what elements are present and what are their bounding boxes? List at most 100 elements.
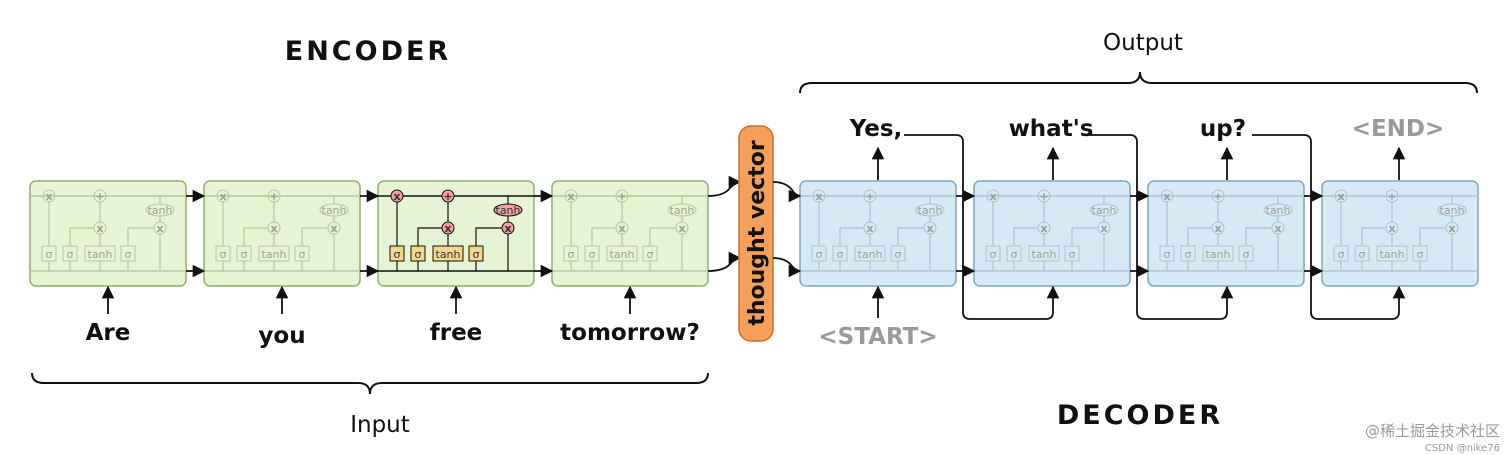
add-icon: + bbox=[1211, 189, 1225, 203]
tanh-op-icon: tanh bbox=[1089, 203, 1119, 217]
svg-text:tanh: tanh bbox=[1092, 204, 1117, 217]
input-multiply-icon: x bbox=[615, 221, 629, 235]
output-multiply-icon: x bbox=[153, 221, 167, 235]
decoder-output-whats: what's bbox=[1009, 116, 1094, 142]
svg-text:x: x bbox=[504, 222, 511, 235]
decoder-title: DECODER bbox=[1057, 400, 1223, 431]
svg-text:x: x bbox=[618, 222, 625, 235]
decoder-connections bbox=[904, 134, 1406, 320]
gate-label: σ bbox=[589, 248, 596, 261]
gate-label: σ bbox=[1069, 248, 1076, 261]
gate-label: σ bbox=[1011, 248, 1018, 261]
thought-vector-box bbox=[738, 125, 774, 342]
tanh-op-icon: tanh bbox=[145, 203, 175, 217]
add-icon: + bbox=[1037, 189, 1051, 203]
svg-text:x: x bbox=[444, 222, 451, 235]
tanh-op-icon: tanh bbox=[1263, 203, 1293, 217]
gate-label: σ bbox=[394, 248, 401, 261]
svg-text:x: x bbox=[926, 222, 933, 235]
watermark-csdn: CSDN @nike76 bbox=[1425, 443, 1500, 454]
decoder-start-token: <START> bbox=[818, 324, 937, 350]
decoder-output-arrows bbox=[871, 146, 1406, 180]
svg-text:x: x bbox=[270, 222, 277, 235]
svg-text:x: x bbox=[96, 222, 103, 235]
gate-label: σ bbox=[568, 248, 575, 261]
thought-vector: thought vector bbox=[738, 125, 774, 342]
gate-label: tanh bbox=[1032, 248, 1057, 261]
svg-text:+: + bbox=[1213, 190, 1222, 203]
watermark-juejin: @稀土掘金技术社区 bbox=[1365, 422, 1500, 440]
gate-label: σ bbox=[895, 248, 902, 261]
svg-text:+: + bbox=[269, 190, 278, 203]
decoder-end-token: <END> bbox=[1352, 116, 1445, 142]
gate-label: σ bbox=[415, 248, 422, 261]
input-multiply-icon: x bbox=[1385, 221, 1399, 235]
add-icon: + bbox=[441, 189, 455, 203]
svg-text:x: x bbox=[1163, 190, 1170, 203]
forget-multiply-icon: x bbox=[1160, 189, 1174, 203]
svg-text:+: + bbox=[1039, 190, 1048, 203]
output-multiply-icon: x bbox=[501, 221, 515, 235]
svg-text:x: x bbox=[678, 222, 685, 235]
svg-text:tanh: tanh bbox=[322, 204, 347, 217]
add-icon: + bbox=[615, 189, 629, 203]
add-icon: + bbox=[1385, 189, 1399, 203]
forget-multiply-icon: x bbox=[564, 189, 578, 203]
decoder-output-yes: Yes, bbox=[849, 116, 903, 142]
gate-label: tanh bbox=[1206, 248, 1231, 261]
forget-multiply-icon: x bbox=[390, 189, 404, 203]
thought-to-decoder bbox=[772, 181, 802, 278]
gate-label: tanh bbox=[858, 248, 883, 261]
encoder-word-are: Are bbox=[86, 320, 131, 346]
input-label: Input bbox=[350, 412, 410, 438]
gate-label: tanh bbox=[436, 248, 461, 261]
output-multiply-icon: x bbox=[327, 221, 341, 235]
gate-label: σ bbox=[46, 248, 53, 261]
output-multiply-icon: x bbox=[1097, 221, 1111, 235]
gate-label: σ bbox=[220, 248, 227, 261]
thought-vector-label: thought vector bbox=[745, 140, 770, 325]
input-brace bbox=[31, 372, 709, 395]
svg-text:tanh: tanh bbox=[670, 204, 695, 217]
svg-text:x: x bbox=[1100, 222, 1107, 235]
gate-label: σ bbox=[1417, 248, 1424, 261]
input-multiply-icon: x bbox=[1037, 221, 1051, 235]
gate-label: σ bbox=[299, 248, 306, 261]
output-multiply-icon: x bbox=[675, 221, 689, 235]
gate-2: tanh bbox=[432, 245, 464, 271]
svg-text:x: x bbox=[866, 222, 873, 235]
svg-text:tanh: tanh bbox=[496, 204, 521, 217]
gate-label: tanh bbox=[262, 248, 287, 261]
input-multiply-icon: x bbox=[863, 221, 877, 235]
gate-label: σ bbox=[1164, 248, 1171, 261]
gate-label: σ bbox=[241, 248, 248, 261]
svg-text:x: x bbox=[567, 190, 574, 203]
svg-text:tanh: tanh bbox=[1440, 204, 1465, 217]
gate-label: σ bbox=[1338, 248, 1345, 261]
output-multiply-icon: x bbox=[1445, 221, 1459, 235]
svg-text:x: x bbox=[1448, 222, 1455, 235]
gate-3: σ bbox=[468, 245, 484, 271]
gate-label: σ bbox=[1243, 248, 1250, 261]
svg-text:x: x bbox=[989, 190, 996, 203]
input-multiply-icon: x bbox=[267, 221, 281, 235]
svg-text:+: + bbox=[95, 190, 104, 203]
svg-text:x: x bbox=[219, 190, 226, 203]
svg-text:x: x bbox=[1214, 222, 1221, 235]
gate-label: σ bbox=[990, 248, 997, 261]
gate-label: tanh bbox=[610, 248, 635, 261]
input-multiply-icon: x bbox=[441, 221, 455, 235]
gate-2: tanh bbox=[606, 245, 638, 271]
input-multiply-icon: x bbox=[1211, 221, 1225, 235]
encoder-word-free: free bbox=[430, 320, 483, 346]
tanh-op-icon: tanh bbox=[915, 203, 945, 217]
add-icon: + bbox=[267, 189, 281, 203]
svg-text:+: + bbox=[443, 190, 452, 203]
